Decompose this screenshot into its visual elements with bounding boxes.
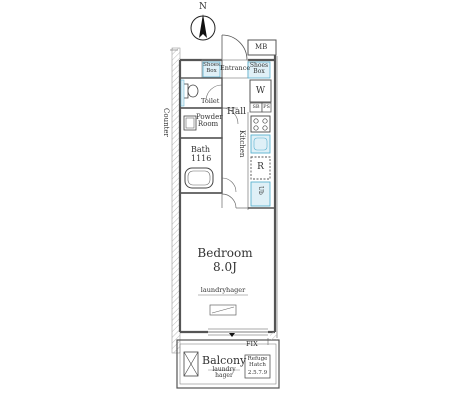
window-arrow-icon — [229, 333, 235, 337]
mb-box — [247, 39, 277, 56]
kitchen-column — [247, 79, 272, 210]
ub-label: Ub — [257, 186, 264, 195]
bath-door — [221, 177, 237, 193]
shoes-box-left-label: Shoes Box — [203, 62, 220, 74]
entrance-door — [221, 34, 248, 61]
compass-north-label: N — [199, 2, 207, 12]
refuge-hatch-label: Refuge Hatch — [247, 356, 268, 368]
fix-label: FIX — [246, 340, 258, 348]
kitchen-label: Kitchen — [238, 130, 246, 158]
balcony-laundry-hanger-label: laundry hager — [212, 366, 236, 380]
refuge-hatch-size-label: 2.5.7.9 — [247, 370, 268, 376]
w-label: W — [255, 86, 266, 96]
compass-icon — [190, 14, 216, 41]
bath-label: Bath — [191, 145, 211, 154]
sb-label: SB — [252, 104, 260, 110]
bath-size-label: 1116 — [191, 154, 212, 163]
bedroom-laundry-hanger-label: laundryhager — [200, 286, 246, 294]
counter-strip — [171, 47, 181, 354]
toilet-label: Toilet — [201, 97, 220, 105]
shoes-box-left — [202, 61, 221, 78]
shoes-box-right — [247, 61, 271, 79]
ps-label: PS — [263, 104, 270, 110]
window-wall — [208, 328, 268, 336]
entrance-label: Entrance — [220, 64, 251, 72]
bedroom-label: Bedroom — [197, 246, 253, 260]
powder-room-label: Powder Room — [196, 113, 223, 129]
shoes-box-right-label: Shoes Box — [249, 62, 269, 76]
bedroom-fixtures — [198, 294, 248, 316]
refrigerator-label: R — [257, 162, 264, 172]
bedroom-size-label: 8.0J — [213, 260, 237, 274]
mb-label: MB — [255, 43, 268, 51]
hall-label: Hall — [227, 107, 246, 117]
counter-label: Counter — [162, 108, 170, 137]
bedroom-door — [221, 193, 275, 209]
toilet-door — [205, 84, 223, 101]
balcony-label: Balcony — [202, 354, 247, 367]
balcony — [176, 339, 280, 389]
